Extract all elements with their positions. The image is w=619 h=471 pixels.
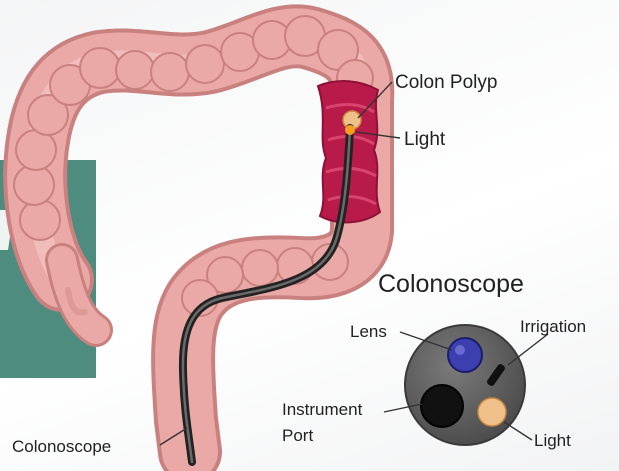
colonoscope-bottom-label: Colonoscope xyxy=(12,437,111,456)
colon xyxy=(14,16,373,452)
light-tip xyxy=(478,398,506,426)
light-tip-label: Light xyxy=(534,431,571,450)
colon-polyp-label: Colon Polyp xyxy=(395,72,497,93)
light-top-label: Light xyxy=(404,129,446,150)
instrument-port-label-line2: Port xyxy=(282,426,313,445)
instrument-port-label-line1: Instrument xyxy=(282,400,363,419)
instrument-port xyxy=(421,385,463,427)
lens xyxy=(448,338,482,372)
scope-tip-light xyxy=(345,125,355,135)
irrigation-label: Irrigation xyxy=(520,317,586,336)
colonoscope-title: Colonoscope xyxy=(378,270,524,298)
lens-label: Lens xyxy=(350,322,387,341)
scope-tip-cross-section xyxy=(405,325,525,445)
